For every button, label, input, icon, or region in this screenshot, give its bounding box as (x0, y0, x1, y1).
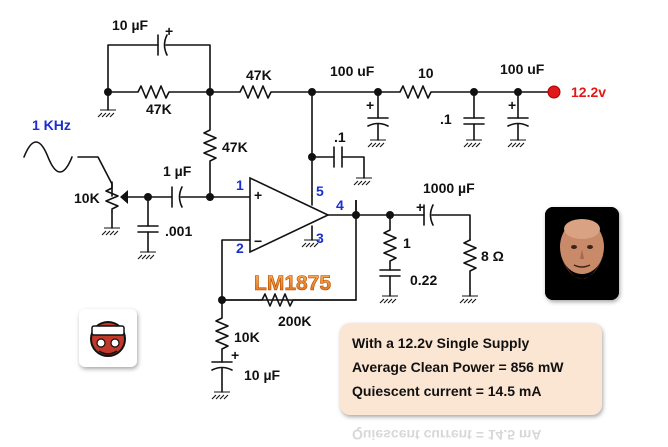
lm1875-op-amp (221, 176, 391, 254)
label-c-ground-leg: 10 µF (244, 367, 281, 383)
logo-icon (90, 321, 126, 357)
plus-sign-c-output: + (416, 199, 424, 215)
pin-5-label: 5 (316, 183, 324, 199)
label-r-feedback-47k: 47K (146, 101, 172, 117)
plus-sign-ground-leg: + (231, 347, 239, 363)
ground-leg-10k-10uf (211, 299, 233, 400)
label-signal-source: 1 KHz (32, 117, 71, 133)
label-c-filter: .001 (165, 223, 192, 239)
signal-source-sine (23, 141, 73, 173)
label-supply-voltage: 12.2v (571, 84, 606, 100)
pin-3-label: 3 (316, 230, 324, 246)
supply-terminal (547, 85, 561, 99)
pin-1-label: 1 (236, 177, 244, 193)
info-supply-line: With a 12.2v Single Supply (352, 335, 530, 351)
plus-sign-supply-b: + (508, 97, 516, 113)
signal-input-wire (77, 156, 113, 197)
label-c-decouple-left: .1 (334, 129, 346, 145)
label-speaker: 8 Ω (481, 248, 504, 264)
feedback-resistor-47k (107, 85, 211, 99)
label-r-bias-47k: 47K (222, 139, 248, 155)
label-c-supply-a: 100 uF (330, 63, 375, 79)
pin-2-label: 2 (236, 240, 244, 256)
speaker-load-8ohm (459, 239, 478, 304)
label-r-feedback-200k: 200K (278, 313, 311, 329)
label-c-feedback-top: 10 µF (112, 17, 149, 33)
input-capacitor-1uf (171, 186, 251, 208)
label-c-zobel: 0.22 (410, 272, 437, 288)
label-c-decouple-right: .1 (440, 111, 452, 127)
label-c-output: 1000 µF (423, 180, 475, 196)
label-c-supply-b: 100 uF (500, 61, 545, 77)
label-r-ground-leg: 10K (234, 329, 260, 345)
portrait-figure (545, 207, 619, 300)
supply-to-pin5 (311, 91, 372, 197)
performance-info-box: With a 12.2v Single Supply Average Clean… (340, 323, 602, 415)
zobel-network (379, 214, 401, 304)
chip-name-label: LM1875 (254, 272, 331, 295)
logo-badge (79, 309, 137, 367)
output-capacitor-1000uf (389, 204, 471, 241)
label-pot: 10K (74, 190, 100, 206)
op-amp-minus-input: − (254, 233, 262, 249)
plus-sign-c-feedback: + (165, 23, 173, 39)
label-r-input-47k: 47K (246, 67, 272, 83)
input-resistor-47k (209, 85, 313, 99)
portrait-photo (545, 207, 619, 300)
plus-sign-supply-a: + (366, 97, 374, 113)
info-current-line: Quiescent current = 14.5 mA (352, 383, 542, 399)
junction-dots (104, 88, 522, 304)
op-amp-plus-input: + (254, 187, 262, 203)
filter-capacitor-001 (137, 196, 159, 260)
feedback-resistor-200k (221, 293, 357, 307)
pin-4-label: 4 (336, 197, 344, 213)
label-c-input: 1 µF (163, 163, 192, 179)
label-r-supply: 10 (418, 65, 434, 81)
label-r-zobel: 1 (403, 235, 411, 251)
feedback-capacitor-top (107, 34, 211, 93)
supply-capacitor-100uf-a (367, 91, 389, 148)
bias-resistor-47k (203, 91, 217, 197)
supply-capacitor-100uf-b (507, 91, 529, 148)
supply-capacitor-01-middle (463, 91, 485, 148)
info-power-line: Average Clean Power = 856 mW (352, 359, 564, 375)
